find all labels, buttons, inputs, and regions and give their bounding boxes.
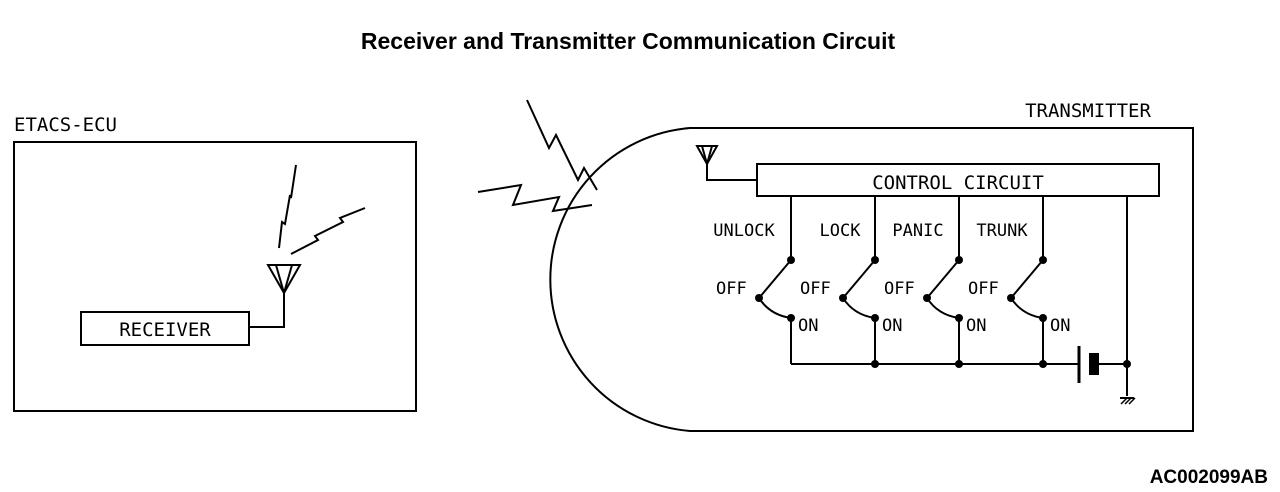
- signal-wave-icon: [278, 164, 366, 255]
- switch-label-trunk: TRUNK: [976, 221, 1028, 241]
- switch-off-label-trunk: OFF: [968, 279, 999, 299]
- receiver-box: [80, 311, 250, 346]
- switch-on-label-trunk: ON: [1050, 316, 1070, 336]
- switch-on-label-lock: ON: [882, 316, 902, 336]
- ground-icon: [1120, 397, 1136, 405]
- antenna-icon: [266, 264, 302, 296]
- switch-label-unlock: UNLOCK: [713, 221, 775, 241]
- switch-label-panic: PANIC: [892, 221, 943, 241]
- switch-label-lock: LOCK: [820, 221, 862, 241]
- bus-junction: [955, 360, 963, 368]
- switch-unlock: [755, 196, 795, 364]
- switch-on-label-unlock: ON: [798, 316, 818, 336]
- receiver-antenna-wire: [249, 293, 285, 328]
- switch-off-label-lock: OFF: [800, 279, 831, 299]
- switch-off-label-unlock: OFF: [716, 279, 747, 299]
- ecu-box: [13, 141, 417, 412]
- switch-on-label-panic: ON: [966, 316, 986, 336]
- bus-junction: [1039, 360, 1047, 368]
- transmitter-label: TRANSMITTER: [1025, 100, 1151, 122]
- switch-trunk: [1007, 196, 1047, 364]
- switch-panic: [923, 196, 963, 364]
- ground-junction: [1123, 360, 1131, 368]
- receiver-label: RECEIVER: [119, 319, 211, 341]
- antenna-icon: [695, 145, 719, 167]
- switch-lock: [839, 196, 879, 364]
- battery-icon: [1077, 346, 1099, 383]
- switch-off-label-panic: OFF: [884, 279, 915, 299]
- ecu-label: ETACS-ECU: [14, 114, 117, 136]
- diagram-title: Receiver and Transmitter Communication C…: [361, 28, 896, 54]
- signal-wave-icon: [477, 99, 598, 213]
- transmitter-antenna-wire: [706, 164, 757, 181]
- figure-code: AC002099AB: [1150, 467, 1268, 488]
- transmitter-housing: [549, 127, 1194, 432]
- bus-junction: [871, 360, 879, 368]
- control-circuit-label: CONTROL CIRCUIT: [872, 172, 1044, 194]
